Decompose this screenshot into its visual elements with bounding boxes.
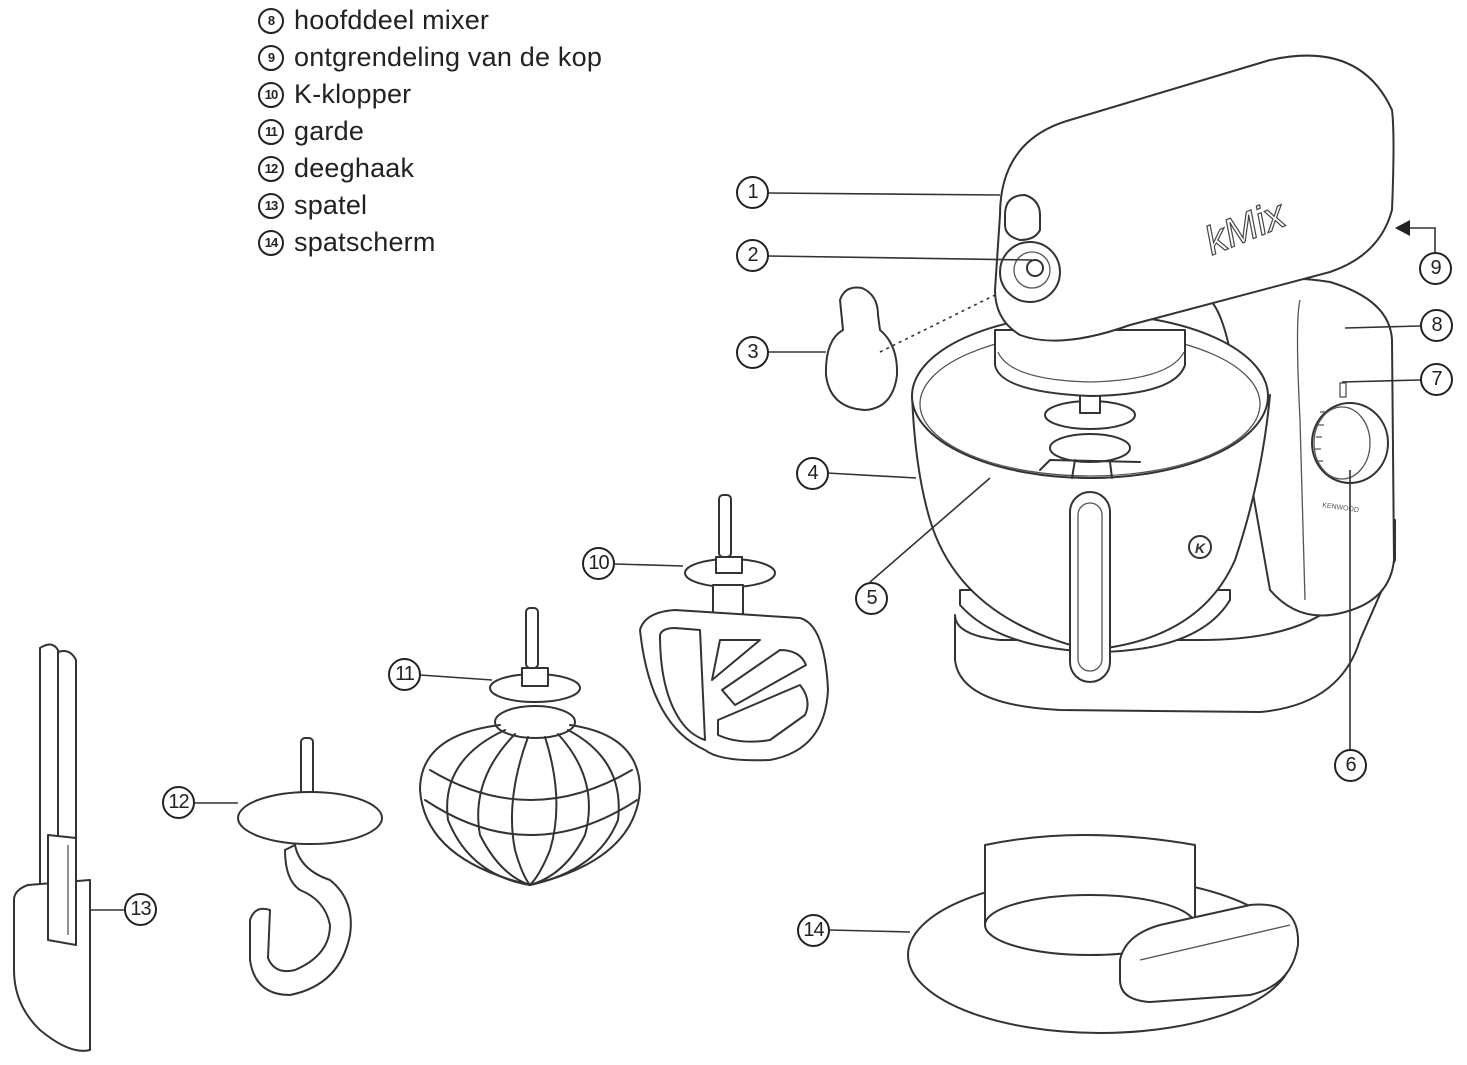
- callout-13: 13: [124, 893, 157, 926]
- callout-4: 4: [796, 457, 829, 490]
- spatula: [13, 643, 91, 1052]
- parts-legend: 8 hoofddeel mixer 9 ontgrendeling van de…: [258, 2, 602, 261]
- callout-11: 11: [388, 658, 421, 691]
- legend-number-badge: 10: [258, 81, 284, 108]
- legend-item-12: 12 deeghaak: [258, 150, 602, 187]
- callout-1: 1: [736, 176, 769, 209]
- bowl-logo: K: [1195, 540, 1206, 556]
- legend-item-9: 9 ontgrendeling van de kop: [258, 39, 602, 76]
- legend-number-badge: 8: [258, 7, 284, 34]
- legend-number-badge: 14: [258, 229, 284, 256]
- mixer-body: KENWOOD: [954, 277, 1396, 713]
- legend-label: ontgrendeling van de kop: [294, 42, 603, 72]
- legend-number-badge: 11: [258, 118, 284, 145]
- callout-14: 14: [797, 914, 830, 947]
- legend-label: spatel: [294, 190, 368, 220]
- callout-10: 10: [582, 547, 615, 580]
- splash-guard: [907, 834, 1300, 1034]
- legend-label: K-klopper: [294, 79, 412, 109]
- whisk: [419, 607, 641, 886]
- legend-number-badge: 13: [258, 192, 284, 219]
- callout-5: 5: [855, 582, 888, 615]
- legend-item-14: 14 spatscherm: [258, 224, 602, 261]
- k-beater: [639, 494, 829, 762]
- callout-12: 12: [162, 786, 195, 819]
- legend-label: deeghaak: [294, 153, 415, 183]
- legend-label: garde: [294, 116, 365, 146]
- callout-9: 9: [1419, 252, 1452, 285]
- legend-item-13: 13 spatel: [258, 187, 602, 224]
- legend-label: spatscherm: [294, 227, 436, 257]
- callout-7: 7: [1420, 363, 1453, 396]
- callout-3: 3: [736, 336, 769, 369]
- legend-label: hoofddeel mixer: [294, 5, 490, 35]
- mixer-head: kMix: [824, 54, 1395, 411]
- callout-2: 2: [736, 239, 769, 272]
- legend-item-11: 11 garde: [258, 113, 602, 150]
- callout-6: 6: [1334, 749, 1367, 782]
- legend-item-10: 10 K-klopper: [258, 76, 602, 113]
- callout-8: 8: [1420, 309, 1453, 342]
- dough-hook: [237, 737, 383, 996]
- legend-item-8: 8 hoofddeel mixer: [258, 2, 602, 39]
- legend-number-badge: 9: [258, 44, 284, 71]
- legend-number-badge: 12: [258, 155, 284, 182]
- leader-lines: [90, 192, 1436, 933]
